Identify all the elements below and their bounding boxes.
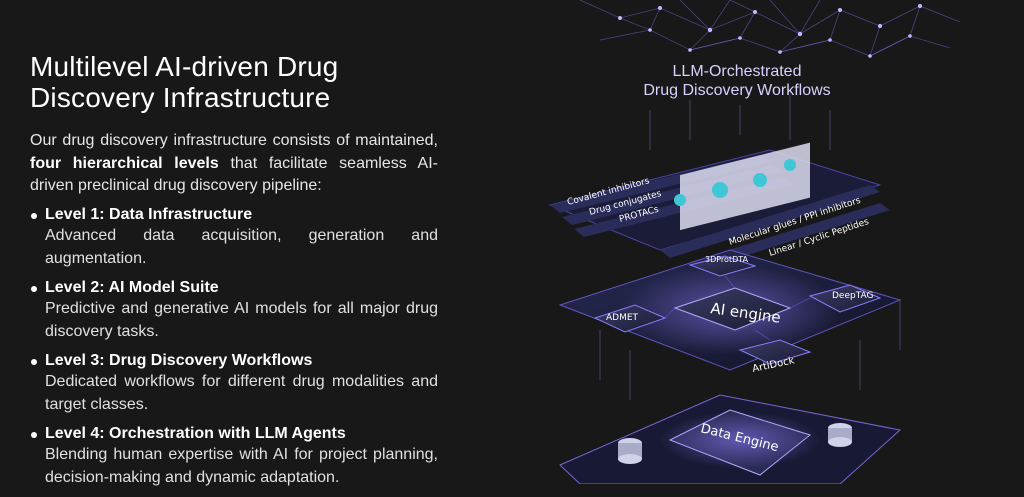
intro-text-after: that facilitate seamless AI-driven precl… bbox=[30, 154, 439, 195]
bullet-icon bbox=[31, 286, 37, 292]
level-title: Level 3: Drug Discovery Workflows bbox=[45, 352, 313, 369]
data-engine-layer: Data Engine bbox=[559, 394, 902, 484]
caption-line-2: Drug Discovery Workflows bbox=[643, 82, 830, 99]
level-item: Level 2: AI Model Suite Predictive and g… bbox=[30, 278, 438, 343]
light-beams bbox=[599, 95, 901, 400]
infrastructure-illustration: LLM-Orchestrated Drug Discovery Workflow… bbox=[548, 0, 961, 484]
level-item: Level 4: Orchestration with LLM Agents B… bbox=[30, 424, 438, 489]
workflow-layer: Covalent inhibitors Drug conjugates PROT… bbox=[548, 142, 890, 270]
database-icon bbox=[828, 423, 852, 447]
database-icon bbox=[618, 438, 642, 464]
intro-paragraph: Our drug discovery infrastructure consis… bbox=[30, 130, 438, 198]
model-label: 3DProtDTA bbox=[705, 255, 749, 264]
level-description: Blending human expertise with AI for pro… bbox=[45, 446, 438, 486]
level-item: Level 1: Data Infrastructure Advanced da… bbox=[30, 205, 438, 270]
model-label: DeepTAG bbox=[832, 291, 874, 301]
model-label: ADMET bbox=[606, 313, 639, 323]
level-title: Level 4: Orchestration with LLM Agents bbox=[45, 425, 346, 442]
caption-line-1: LLM-Orchestrated bbox=[673, 63, 802, 80]
intro-text-before: Our drug discovery infrastructure consis… bbox=[30, 132, 438, 149]
bullet-icon bbox=[31, 359, 37, 365]
intro-bold: four hierarchical levels bbox=[30, 154, 219, 172]
level-title: Level 2: AI Model Suite bbox=[45, 279, 219, 296]
level-description: Advanced data acquisition, generation an… bbox=[45, 227, 438, 267]
level-list: Level 1: Data Infrastructure Advanced da… bbox=[30, 205, 438, 497]
bullet-icon bbox=[31, 432, 37, 438]
bullet-icon bbox=[31, 213, 37, 219]
level-description: Predictive and generative AI models for … bbox=[45, 300, 438, 340]
level-description: Dedicated workflows for different drug m… bbox=[45, 373, 438, 413]
title-line-2: Discovery Infrastructure bbox=[30, 82, 331, 113]
page-title: Multilevel AI-driven Drug Discovery Infr… bbox=[30, 51, 450, 113]
model-layer: 3DProtDTA AI engine DeepTAG ADMET ArtiDo… bbox=[558, 249, 902, 375]
network-mesh bbox=[579, 0, 961, 57]
network-nodes bbox=[618, 4, 922, 58]
level-item: Level 3: Drug Discovery Workflows Dedica… bbox=[30, 351, 438, 416]
title-line-1: Multilevel AI-driven Drug bbox=[30, 51, 339, 82]
level-title: Level 1: Data Infrastructure bbox=[45, 206, 253, 223]
